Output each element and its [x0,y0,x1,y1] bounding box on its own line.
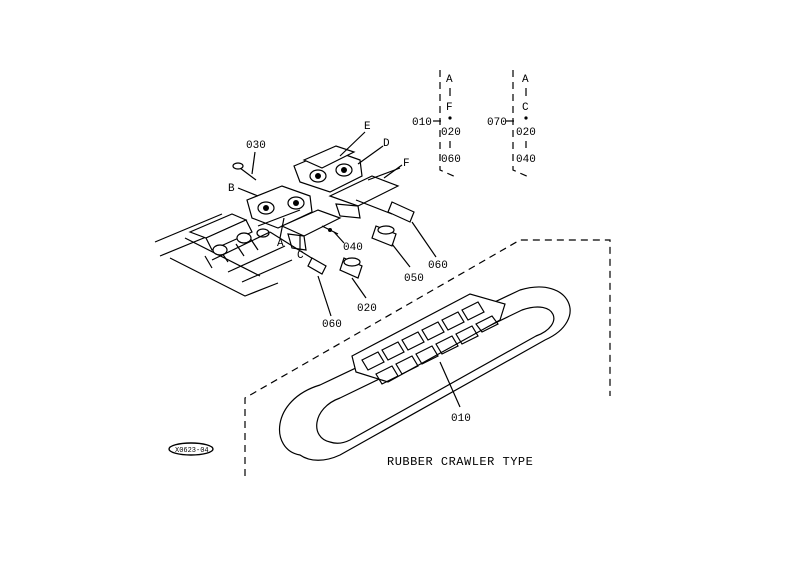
label-e: E [364,121,371,133]
label-b: B [228,183,235,195]
legend-right-item-2: C [522,102,529,114]
part-labels: 030 B E D F A C 040 050 060 020 060 010 [228,121,471,425]
legend-left-item-4: 060 [441,154,461,166]
legend-right-ref: 070 [487,117,507,129]
legend-left-item-2: F [446,102,453,114]
legend-right-item-3: 020 [516,127,536,139]
label-a: A [277,238,284,250]
label-050: 050 [404,273,424,285]
legend-left-item-3: 020 [441,127,461,139]
caption: RUBBER CRAWLER TYPE [387,455,533,469]
legend-right-item-4: 040 [516,154,536,166]
label-010: 010 [451,413,471,425]
label-020: 020 [357,303,377,315]
stamp-code: X0623-04 [175,447,209,455]
rubber-crawler-inset [244,239,611,476]
label-060-upper: 060 [428,260,448,272]
legend-left-item-1: A [446,74,453,86]
label-c: C [297,250,304,262]
legend-left-ref: 010 [412,117,432,129]
legend-right: 070 A C 020 040 [487,70,536,179]
label-040: 040 [343,242,363,254]
label-030: 030 [246,140,266,152]
label-f: F [403,158,410,170]
legend-left: 010 A F 020 060 [412,70,461,179]
track-chain-assembly [154,145,415,297]
drawing-stamp: X0623-04 [168,442,214,456]
legend-right-item-1: A [522,74,529,86]
label-060-lower: 060 [322,319,342,331]
label-d: D [383,138,390,150]
